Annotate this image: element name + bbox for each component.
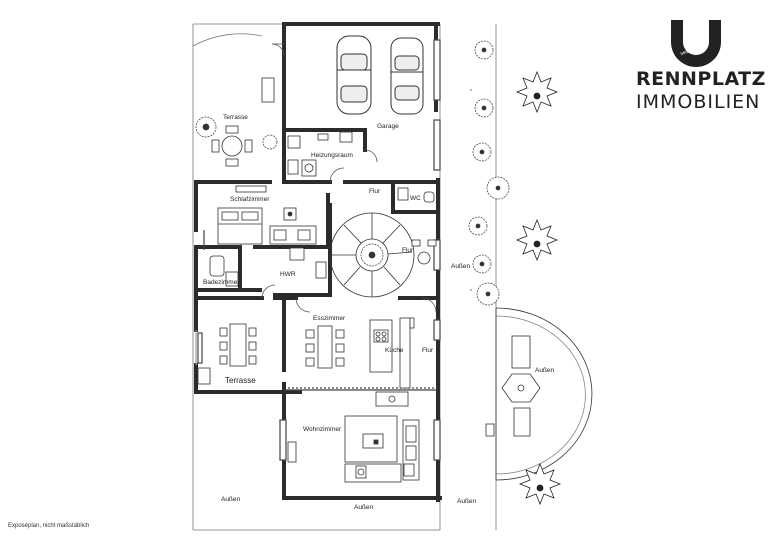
room-label-terrasse-top: Terrasse: [223, 114, 248, 121]
car-icon-left: [336, 35, 372, 115]
room-label-garage: Garage: [377, 123, 399, 130]
room-label-flur-top: Flur: [369, 188, 381, 195]
room-label-wc: WC: [410, 195, 421, 202]
room-label-aussen-pergola: Außen: [535, 367, 555, 374]
shrub-icons: [468, 40, 510, 306]
plant-icon-stair: [360, 243, 384, 267]
plan-disclaimer-note: Exposéplan, nicht maßstäblich: [8, 523, 90, 529]
bath-fixtures: [209, 187, 435, 287]
plant-icon-terrace: [195, 116, 278, 150]
room-label-flur-right: Flur: [422, 347, 434, 354]
room-label-aussen-bottom-mid: Außen: [354, 504, 374, 511]
room-label-wohnzimmer: Wohnzimmer: [303, 426, 342, 433]
pergola: [485, 307, 593, 481]
horseshoe-logo-icon: [671, 20, 721, 67]
room-label-aussen-right: Außen: [451, 263, 471, 270]
sofa-group: [287, 391, 420, 483]
interior-lines: [195, 39, 441, 461]
room-label-aussen-bottom-right: Außen: [457, 498, 477, 505]
room-label-aussen-bottom-left: Außen: [221, 496, 241, 503]
room-label-esszimmer: Esszimmer: [313, 315, 346, 322]
terrace-table-top: [211, 77, 275, 167]
room-label-heizungsraum: Heizungsraum: [311, 152, 353, 159]
room-label-hwr: HWR: [280, 271, 296, 278]
tree-icon-3: [518, 462, 562, 506]
tree-icon-2: [515, 218, 559, 262]
room-label-kueche: Küche: [385, 347, 404, 354]
spiral-staircase: [329, 212, 415, 298]
flur-table: [411, 239, 437, 265]
room-label-flur-stair: Flur: [402, 247, 414, 254]
brand-name-line2: IMMOBILIEN: [636, 91, 761, 113]
walls: [194, 22, 442, 502]
room-label-schlafzimmer: Schlafzimmer: [230, 196, 270, 203]
tree-icon-1: [515, 70, 559, 114]
room-label-terrasse-left: Terrasse: [225, 376, 256, 385]
bed-icon: [217, 185, 317, 245]
room-label-badezimmer: Badezimmer: [203, 279, 240, 286]
heating-fixtures: [287, 131, 353, 177]
dining-table: [305, 325, 345, 369]
car-icon-right: [390, 37, 424, 115]
kitchen-island: [369, 317, 415, 389]
brand-name-line1: RENNPLATZ: [636, 68, 766, 90]
terrace-table-left: [197, 323, 257, 385]
